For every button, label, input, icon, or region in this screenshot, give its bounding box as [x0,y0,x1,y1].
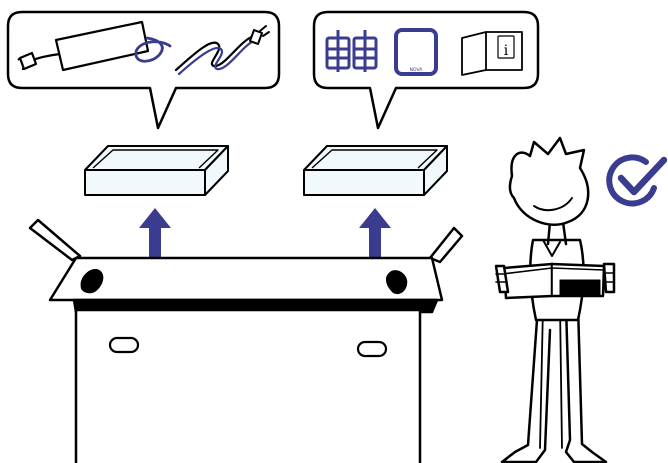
manual-info-icon: i [461,31,523,76]
open-carton-icon [28,218,464,463]
up-arrow-left [139,208,171,260]
callout-bubble-right [312,10,540,130]
tablet-icon: NOVA [394,28,438,76]
power-cable-icon [174,25,270,76]
power-adapter-callout [6,10,281,130]
power-adapter-icon [17,20,172,72]
person-reading-manual-icon [494,136,616,463]
power-adapter-box [84,145,229,196]
mounting-brackets-icon [325,30,378,72]
up-arrow-right [359,208,391,260]
info-letter-icon: i [504,43,509,59]
accessories-box [303,145,448,196]
check-circle-icon [606,154,668,207]
accessories-callout: NOVA i [312,10,540,130]
tablet-screen-label: NOVA [410,67,424,73]
